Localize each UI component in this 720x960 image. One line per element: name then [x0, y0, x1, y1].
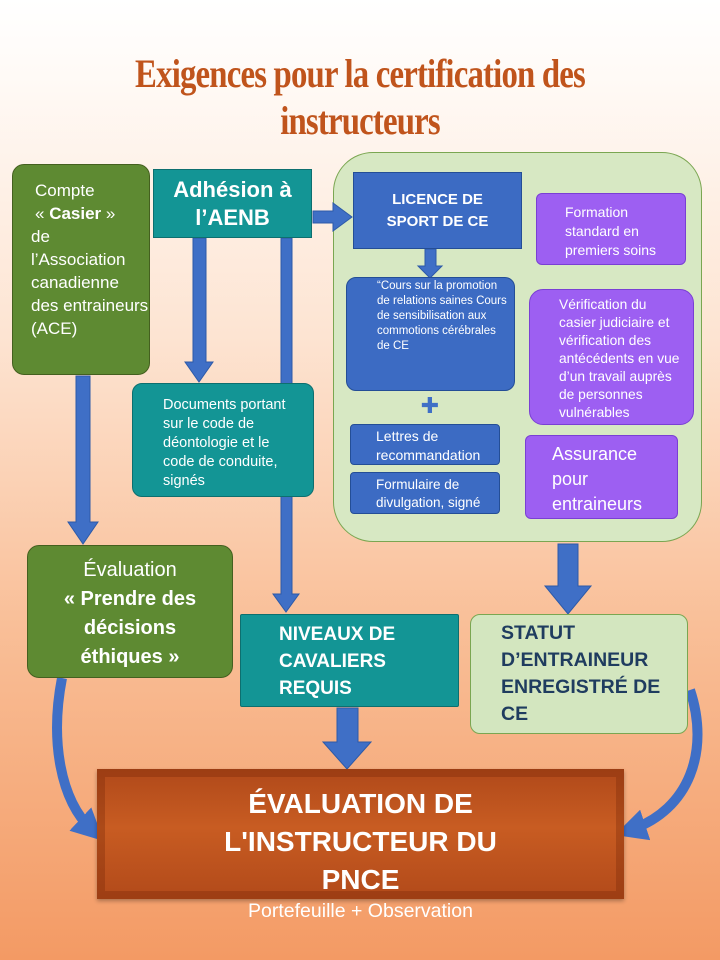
formation-label: Formation standard en premiers soins	[565, 204, 657, 258]
plus-icon: ✚	[420, 393, 440, 418]
statut-label: STATUT D’ENTRAINEUR ENREGISTRÉ DE CE	[501, 622, 661, 725]
formulaire-box: Formulaire de divulgation, signé	[350, 472, 500, 514]
final-title: ÉVALUATION DE L'INSTRUCTEUR DU PNCE	[224, 788, 497, 895]
niveaux-label: NIVEAUX DE CAVALIERS REQUIS	[279, 624, 396, 699]
arrow-panel-statut	[543, 543, 593, 615]
lettres-box: Lettres de recommandation	[350, 424, 500, 465]
arrow-compte-evaluation	[67, 375, 99, 545]
arrow-statut-final	[614, 688, 703, 841]
final-evaluation-box: ÉVALUATION DE L'INSTRUCTEUR DU PNCE Port…	[97, 769, 624, 922]
assurance-label: Assurance pour entraineurs	[552, 444, 643, 514]
arrow-adhesion-licence	[312, 202, 353, 232]
casier-label: Casier	[49, 204, 102, 223]
evaluation-ethique-box: Évaluation « Prendre des décisions éthiq…	[27, 545, 233, 678]
verification-label: Vérification du casier judiciaire et vér…	[559, 297, 680, 420]
compte-casier-box: Compte « Casier » de l’Association canad…	[12, 164, 150, 375]
niveaux-box: NIVEAUX DE CAVALIERS REQUIS	[240, 614, 459, 707]
quote-open: «	[35, 204, 50, 223]
documents-box: Documents portant sur le code de déontol…	[132, 383, 314, 497]
documents-label: Documents portant sur le code de déontol…	[163, 397, 286, 489]
formulaire-label: Formulaire de divulgation, signé	[376, 477, 481, 510]
quote-close: »	[101, 204, 116, 223]
cours-label: “Cours sur la promotion de relations sai…	[377, 280, 507, 352]
licence-box: LICENCE DE SPORT DE CE	[353, 172, 522, 249]
statut-box: STATUT D’ENTRAINEUR ENREGISTRÉ DE CE	[470, 614, 688, 734]
final-subtitle: Portefeuille + Observation	[248, 900, 473, 922]
assurance-box: Assurance pour entraineurs	[525, 435, 678, 519]
prendre-decisions-label: « Prendre des décisions éthiques »	[63, 588, 197, 668]
arrow-evaluation-final	[52, 677, 104, 841]
lettres-label: Lettres de recommandation	[376, 428, 481, 463]
verification-box: Vérification du casier judiciaire et vér…	[529, 289, 694, 425]
formation-box: Formation standard en premiers soins	[536, 193, 686, 265]
compte-description: de l’Association canadienne des entraine…	[31, 227, 149, 338]
arrow-niveaux-final	[321, 707, 373, 770]
evaluation-label: Évaluation	[83, 559, 177, 581]
adhesion-aenb-box: Adhésion à l’AENB	[153, 169, 312, 238]
compte-label: Compte	[35, 181, 95, 200]
adhesion-label: Adhésion à l’AENB	[173, 177, 292, 230]
licence-label: LICENCE DE SPORT DE CE	[386, 191, 489, 230]
page-title: Exigences pour la certification des inst…	[135, 51, 586, 143]
cours-box: “Cours sur la promotion de relations sai…	[346, 277, 515, 391]
arrow-adhesion-documents	[184, 237, 214, 383]
arrow-licence-cours	[416, 248, 444, 279]
